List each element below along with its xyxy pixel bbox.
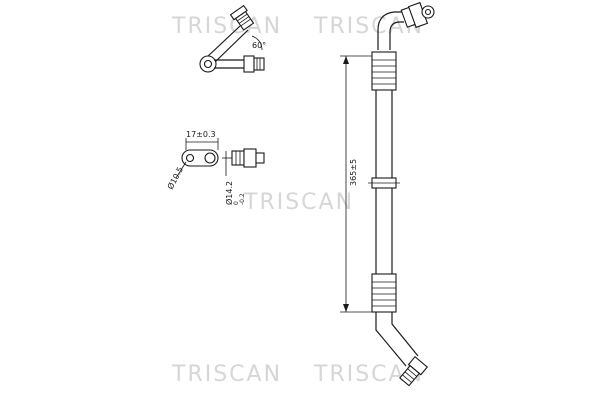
angle-label: 60°	[252, 41, 266, 50]
width-tolerance-label: 17±0.3	[186, 130, 216, 139]
banjo-eye-detail: 17±0.3 Ø10.5 Ø14.2 0 -0.2	[165, 130, 265, 205]
watermark-bottom-left: TRISCAN	[172, 362, 283, 387]
angled-fitting-detail: 60°	[199, 4, 266, 73]
total-length-label: 365±5	[349, 159, 358, 186]
main-pipe-assembly: 365±5	[340, 1, 435, 387]
fitting-tolerance-lower: -0.2	[239, 193, 246, 205]
fitting-diameter-label: Ø14.2	[224, 181, 234, 205]
watermark-middle: TRISCAN	[244, 190, 355, 215]
watermark-top-left: TRISCAN	[172, 14, 283, 39]
fitting-tolerance-upper: 0	[233, 201, 240, 205]
